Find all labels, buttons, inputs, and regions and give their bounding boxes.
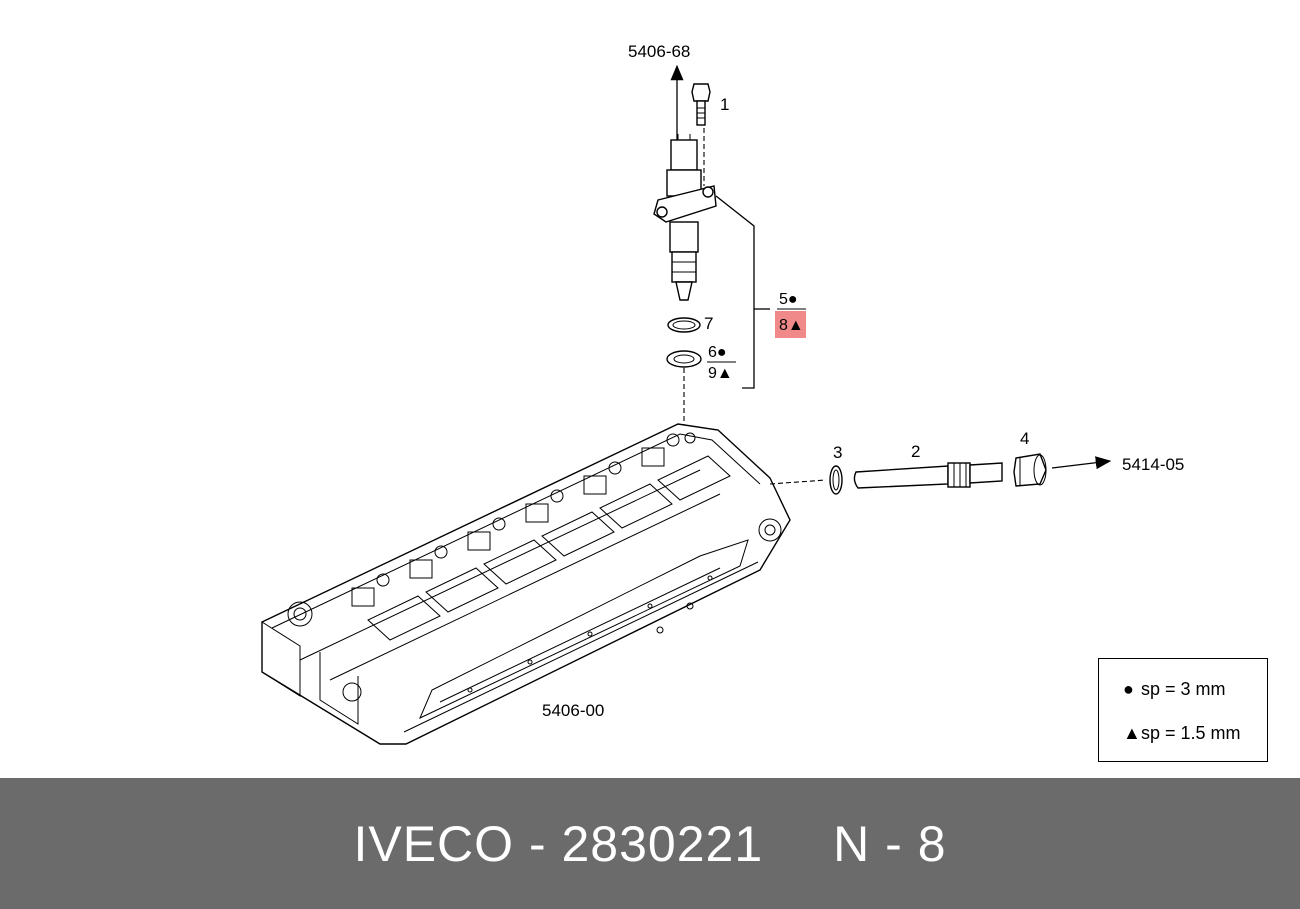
- parts-diagram: 5406-68 1 7 6● 9▲ 5●: [261, 42, 1184, 745]
- connector-tube-2[interactable]: [853, 462, 1003, 489]
- legend-text-triangle: sp = 1.5 mm: [1141, 723, 1241, 743]
- position-number: N - 8: [833, 815, 947, 872]
- washer-7[interactable]: [667, 317, 701, 333]
- callout-5: 5●: [779, 291, 798, 308]
- callout-2: 2: [911, 442, 920, 461]
- callout-6: 6●: [708, 344, 727, 361]
- footer-text: IVECO - 2830221 N - 8: [0, 778, 1300, 909]
- footer-bar: IVECO - 2830221 N - 8: [0, 778, 1300, 909]
- cylinder-head[interactable]: [261, 423, 791, 745]
- triangle-icon: ▲: [1123, 723, 1141, 743]
- circle-icon: ●: [1123, 679, 1134, 699]
- legend-row-circle: ● sp = 3 mm: [1123, 679, 1226, 700]
- callout-3: 3: [833, 443, 842, 462]
- bolt-part[interactable]: [691, 83, 711, 126]
- highlight-8: [775, 311, 806, 338]
- ref-label-head: 5406-00: [542, 701, 604, 720]
- legend-box: ● sp = 3 mm ▲sp = 1.5 mm: [1098, 658, 1268, 762]
- ref-label-right: 5414-05: [1122, 455, 1184, 474]
- callout-9: 9▲: [708, 365, 733, 382]
- nut-4[interactable]: [1013, 453, 1047, 487]
- callout-7: 7: [704, 314, 713, 333]
- callout-4: 4: [1020, 429, 1029, 448]
- brand-part-number: IVECO - 2830221: [353, 815, 764, 872]
- legend-text-circle: sp = 3 mm: [1141, 679, 1226, 699]
- ref-label-top: 5406-68: [628, 42, 690, 61]
- ref-arrow-right: [1051, 456, 1112, 470]
- o-ring-3[interactable]: [829, 465, 843, 495]
- washer-6-9[interactable]: [666, 350, 702, 368]
- legend-row-triangle: ▲sp = 1.5 mm: [1123, 723, 1241, 744]
- callout-1: 1: [720, 95, 729, 114]
- injector-part[interactable]: [653, 134, 717, 301]
- callout-bracket: [715, 195, 755, 389]
- callout-8[interactable]: 8▲: [779, 317, 804, 334]
